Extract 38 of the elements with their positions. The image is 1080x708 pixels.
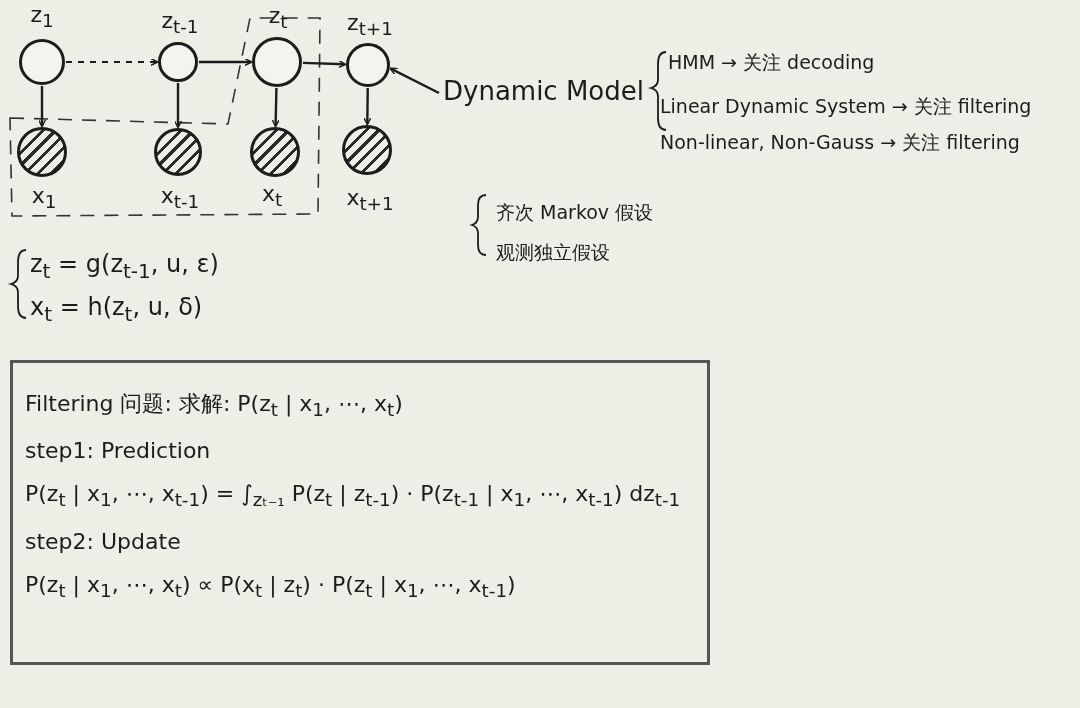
formula-text: Filtering 问题: 求解: P(z$_{t}$ | x$_{1}$, ⋯, x$_{t}$) xyxy=(25,390,404,421)
filtering-box xyxy=(10,360,710,665)
arrow xyxy=(271,87,280,128)
note-text: HMM → 关注 decoding xyxy=(668,50,875,75)
formula-text: P(z$_{t}$ | x$_{1}$, ⋯, x$_{t}$) ∝ P(x$_{t}$ | z$_{t}$) · P(z$_{t}$ | x$_{1}$, ⋯, x$_{t-1}$) xyxy=(25,571,517,602)
variable-label: z$_{t}$ xyxy=(268,3,288,33)
formula-text: step2: Update xyxy=(25,528,182,554)
formula-text: step1: Prediction xyxy=(25,438,212,464)
observed-circle xyxy=(17,127,67,177)
arrow xyxy=(199,57,253,67)
arrow xyxy=(65,57,159,67)
arrow xyxy=(389,67,440,95)
variable-label: z$_{1}$ xyxy=(30,2,54,32)
variable-label: x$_{t}$ xyxy=(261,181,283,211)
arrow xyxy=(302,59,347,69)
note-text: 齐次 Markov 假设 xyxy=(496,200,654,225)
variable-label: z$_{t-1}$ xyxy=(161,8,199,38)
arrow xyxy=(173,83,183,129)
latent-circle xyxy=(158,42,198,82)
observed-circle xyxy=(250,127,300,177)
latent-circle xyxy=(19,39,65,85)
arrow xyxy=(37,86,47,128)
latent-circle xyxy=(346,43,390,87)
observed-circle xyxy=(154,128,202,176)
model-label: Dynamic Model xyxy=(443,76,644,106)
variable-label: x$_{1}$ xyxy=(31,183,57,213)
observed-circle xyxy=(342,125,392,175)
note-text: Linear Dynamic System → 关注 filtering xyxy=(660,94,1032,119)
variable-label: x$_{t+1}$ xyxy=(346,185,394,215)
latent-circle xyxy=(252,37,302,87)
note-text: 观测独立假设 xyxy=(496,240,610,265)
variable-label: x$_{t-1}$ xyxy=(160,183,200,213)
equation-text: x$_{t}$ = h(z$_{t}$, u, δ) xyxy=(30,293,203,326)
arrow xyxy=(363,88,372,126)
note-text: Non-linear, Non-Gauss → 关注 filtering xyxy=(660,130,1020,155)
variable-label: z$_{t+1}$ xyxy=(347,10,393,40)
equation-text: z$_{t}$ = g(z$_{t-1}$, u, ε) xyxy=(30,250,219,283)
formula-text: P(z$_{t}$ | x$_{1}$, ⋯, x$_{t-1}$) = ∫$_{zₜ₋₁}$ P(z$_{t}$ | z$_{t-1}$) · P(z$_{t-1}$ | x$_{1}$, ⋯, x$_{t-1}$) dz$_{t-1}$ xyxy=(25,481,682,511)
